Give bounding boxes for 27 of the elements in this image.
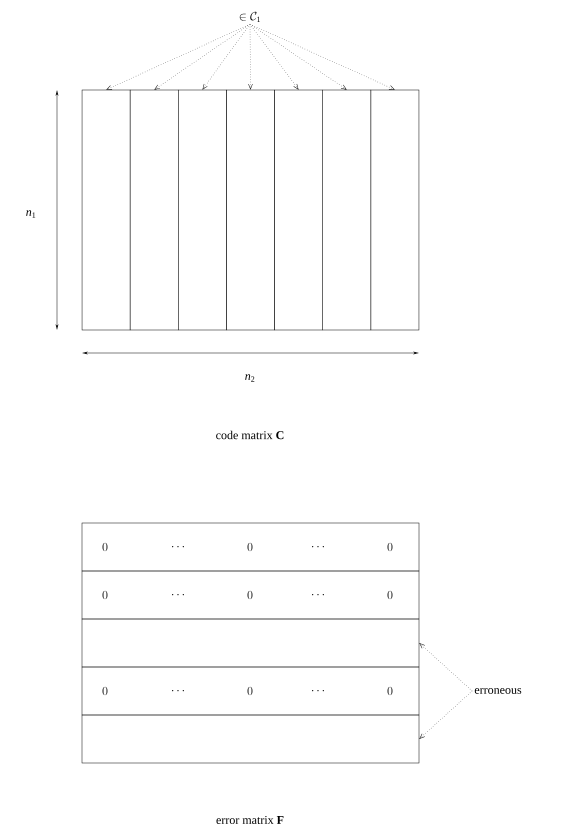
matrix-row: $0$ $\cdots$ $0$ $\cdots$ $0$	[82, 570, 420, 620]
callout-text: erroneous	[474, 688, 522, 694]
matrix-column	[274, 90, 323, 330]
arrow	[250, 24, 346, 90]
matrix-row	[82, 618, 420, 668]
matrix-row	[82, 714, 420, 764]
matrix-column	[82, 90, 130, 330]
matrix-column	[370, 90, 420, 330]
dimension-label: n$_{1}$	[26, 210, 36, 218]
matrix-column	[226, 90, 275, 330]
arrow	[154, 24, 250, 90]
arrow	[250, 24, 298, 90]
dimension-label: n$_{2}$	[245, 374, 254, 382]
arrow	[248, 24, 253, 90]
arrow	[420, 690, 472, 739]
set-label: $\in \mathcal{C}_1$	[240, 12, 260, 22]
arrow	[420, 643, 472, 692]
arrow	[250, 24, 395, 90]
matrix-column	[130, 90, 178, 330]
matrix-column	[322, 90, 372, 330]
arrow	[106, 24, 250, 90]
matrix-row: $0$ $\cdots$ $0$ $\cdots$ $0$	[82, 522, 420, 572]
caption: code matrix C	[216, 430, 284, 440]
arrow	[202, 24, 250, 90]
matrix-row: $0$ $\cdots$ $0$ $\cdots$ $0$	[82, 666, 420, 716]
caption: error matrix F	[216, 816, 284, 824]
matrix-column	[178, 90, 227, 330]
